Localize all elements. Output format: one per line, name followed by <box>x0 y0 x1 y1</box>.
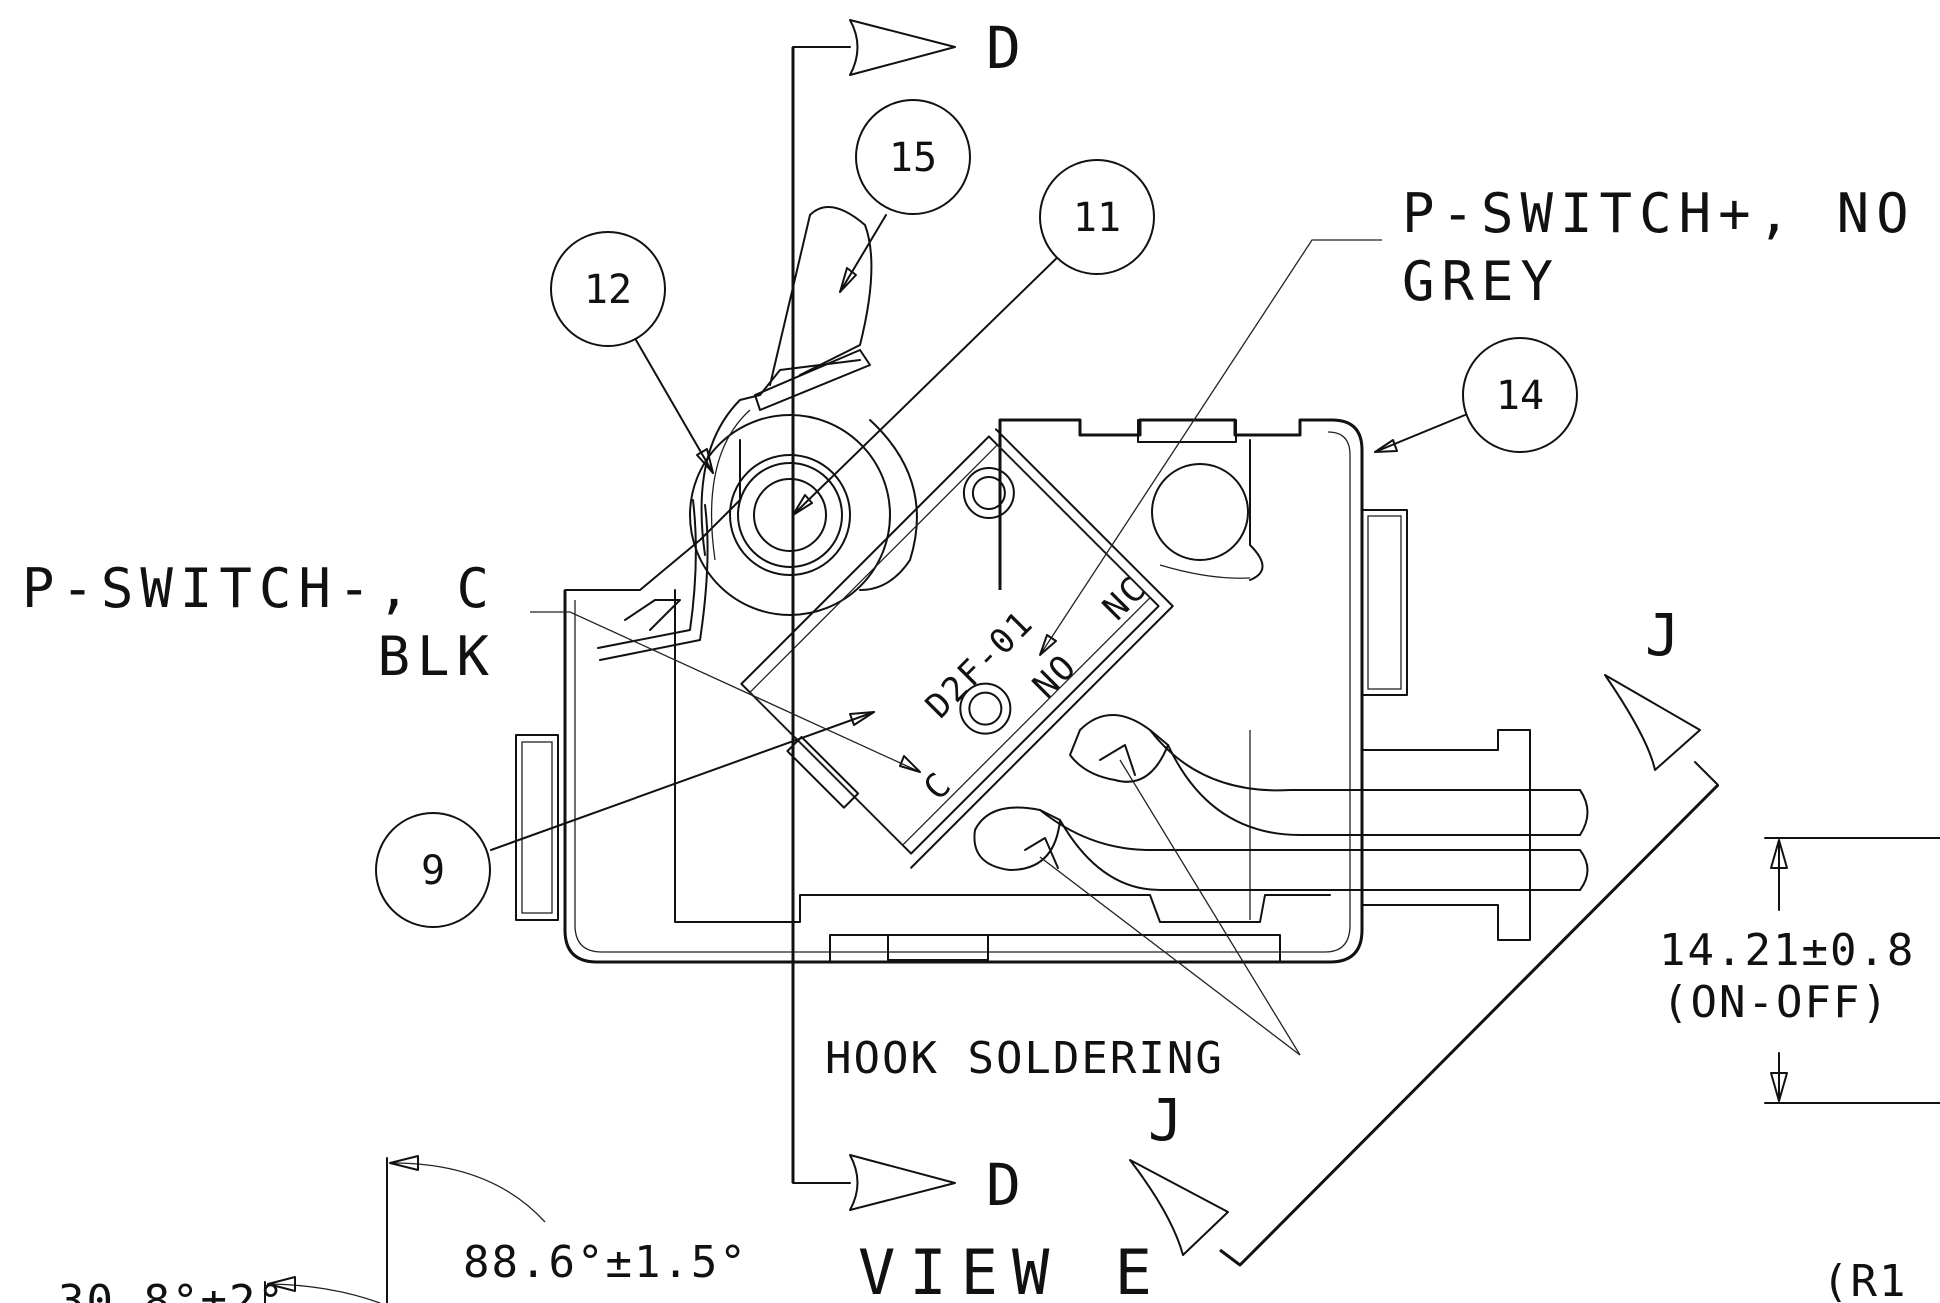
balloon-15-text: 15 <box>889 135 937 181</box>
solder-hooks <box>1024 744 1136 869</box>
angle-30-label: 30.8°±2° <box>58 1276 286 1303</box>
balloon-15: 15 <box>855 99 971 215</box>
section-line-j <box>1129 674 1720 1267</box>
section-d-top-text: D <box>986 14 1021 82</box>
pswitch-plus-color: GREY <box>1402 250 1560 313</box>
balloon-11-text: 11 <box>1073 195 1121 241</box>
travel-value: 14.21±0.8 <box>1659 925 1915 976</box>
balloon-14: 14 <box>1462 337 1578 453</box>
radius-partial-label: (R1 <box>1822 1256 1907 1303</box>
switch-markings: D2F-01 NC NO C <box>916 568 1155 808</box>
pswitch-minus-color: BLK <box>377 625 496 688</box>
balloon-9: 9 <box>375 812 491 928</box>
mounting-hole <box>1151 463 1251 579</box>
section-j-bottom-text: J <box>1148 1086 1183 1154</box>
spring-leaf <box>597 499 709 661</box>
housing-body <box>515 418 1531 964</box>
hook-soldering-label: HOOK SOLDERING <box>825 1033 1224 1084</box>
switch-no-text: NO <box>1025 646 1085 706</box>
pivot-assembly <box>689 359 918 616</box>
travel-dimension <box>1764 837 1940 1104</box>
angle-dimensions <box>264 1155 546 1303</box>
micro-switch <box>740 428 1174 869</box>
balloon-11: 11 <box>1039 159 1155 275</box>
switch-c-text: C <box>916 764 960 808</box>
section-d-bottom-text: D <box>986 1151 1021 1219</box>
balloon-12-text: 12 <box>584 267 632 313</box>
switch-model-text: D2F-01 <box>918 603 1042 727</box>
cable-black <box>973 806 1589 891</box>
balloon-12: 12 <box>550 231 666 347</box>
view-title: VIEW E <box>858 1236 1166 1303</box>
lever-actuator <box>754 206 873 411</box>
section-j-top-text: J <box>1645 601 1680 669</box>
travel-note: (ON-OFF) <box>1662 977 1890 1028</box>
leader-lines <box>490 214 1466 1056</box>
angle-88-label: 88.6°±1.5° <box>463 1237 748 1288</box>
pswitch-minus-label: P-SWITCH-, C <box>22 557 496 620</box>
balloon-14-text: 14 <box>1496 373 1544 419</box>
balloon-9-text: 9 <box>421 848 445 894</box>
section-line-d <box>791 19 956 1211</box>
cable-grey <box>1069 714 1589 836</box>
pswitch-plus-label: P-SWITCH+, NO <box>1402 182 1916 245</box>
